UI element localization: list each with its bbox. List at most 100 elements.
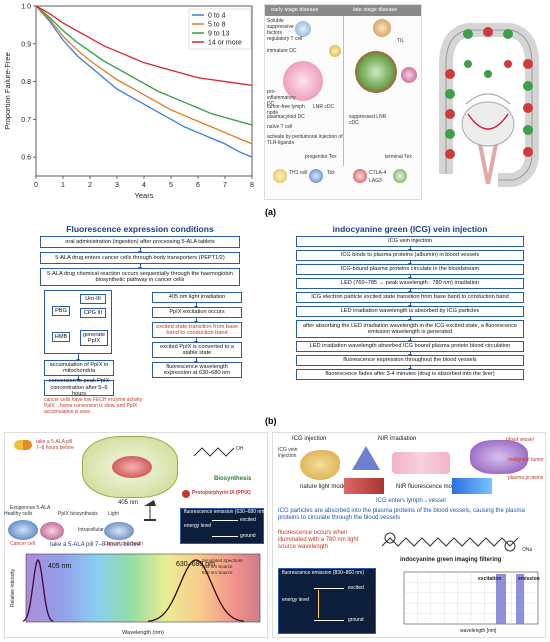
t-cell-icon <box>295 21 311 37</box>
icg-molecule <box>381 532 519 552</box>
lamp-icon <box>142 498 158 522</box>
right-step-4: LED (760–785 → peak wavelength : 780 nm)… <box>296 278 524 289</box>
intracellular-label: Intracellular <box>78 527 104 533</box>
cancer-death-icon <box>104 522 134 540</box>
nm405-label: 405 nm <box>118 500 139 506</box>
plasma-label: plasma proteins <box>508 475 544 481</box>
fluor-inset-energy: energy level <box>184 523 211 529</box>
right-step-2: ICG binds to plasma proteins (albumin) i… <box>296 250 524 261</box>
panel-label-a: (a) <box>265 207 276 217</box>
icg-injection-label: ICG injection <box>292 436 327 442</box>
left-right-step-4: excited PpIX is converted to a stable st… <box>152 342 242 358</box>
x-tick-label: 8 <box>250 182 254 189</box>
lymph-node-dots <box>445 27 533 159</box>
healthy-cells-label: Healthy cells <box>4 511 33 517</box>
early-stage-heading: early stage disease <box>271 7 319 13</box>
left-step-1: oral administration (ingestion) after pr… <box>40 236 240 248</box>
mitochondria-icon <box>112 456 152 478</box>
x-tick-label: 6 <box>196 182 200 189</box>
absorbed-text: ICG particles are absorbed into the plas… <box>278 508 525 521</box>
light-label: Light <box>108 511 119 517</box>
tumor-node-icon <box>401 67 417 83</box>
x-tick-label: 0 <box>34 182 38 189</box>
left-right-step-3: excited state transition from base band … <box>152 322 242 338</box>
y-tick-label: 1.0 <box>21 4 31 11</box>
label-til: TIL <box>397 38 405 44</box>
left-flow-title: Fluorescence expression conditions <box>66 224 214 234</box>
spectrum-ylabel: Relative Intensity <box>10 568 16 607</box>
series-line <box>35 5 253 126</box>
late-stage-heading: late stage disease <box>353 7 398 13</box>
nir-mode-image <box>452 478 492 494</box>
spectrum-xlabel: Wavelength (nm) <box>122 630 164 636</box>
legend-label: 14 or more <box>208 40 242 47</box>
fluor-inset-left <box>180 508 264 544</box>
colon-diagram <box>428 4 548 200</box>
right-step-1: ICG vein injection <box>296 236 524 247</box>
left-step-5: conversion to peak PpIX concentration af… <box>44 378 114 397</box>
row-label-tex: Tex <box>327 170 335 176</box>
pill-icon <box>14 440 32 450</box>
peak-405 <box>22 558 54 622</box>
left-right-step-5: fluorescence wavelength expression at 63… <box>152 362 242 378</box>
vessel-icon <box>470 440 528 474</box>
nature-mode-image <box>344 478 384 494</box>
label-naive-t: naïve T cell <box>267 124 293 130</box>
cancer-cell-label: Cancer cell <box>10 541 36 547</box>
spectrum-label-405: 405 nm <box>48 563 72 570</box>
y-axis-label: Proportion Failure-Free <box>3 52 12 130</box>
macrophage-icon <box>373 19 391 37</box>
right-step-6: LED irradiation wavelength is absorbed b… <box>296 306 524 317</box>
right-step-8: LED irradiation wavelength absorbed ICG … <box>296 341 524 352</box>
right-step-7: after absorbing the LED irradiation wave… <box>296 320 524 338</box>
blood-vessel-label: blood vessel <box>506 437 534 443</box>
icg-filter-xlabel: wavelength [nm] <box>460 628 497 634</box>
legend-label: 5 to 8 <box>208 22 226 29</box>
fluor-inset2-energy: energy level <box>282 597 309 603</box>
fluor-inset-right <box>278 568 376 634</box>
nir-mode-label: NIR fluorescence mode <box>396 484 459 490</box>
x-tick-label: 5 <box>169 182 173 189</box>
ala-molecule: OH <box>190 440 250 462</box>
lymph-node-icon <box>283 61 323 101</box>
immune-diagram: early stage disease late stage disease S… <box>264 4 422 200</box>
fluor-inset-ground: ground <box>240 533 256 539</box>
icg-vein-label: ICG vein injection <box>278 447 298 459</box>
legend-label: 9 to 13 <box>208 31 230 38</box>
row-label-lag3: LAG3 <box>369 178 382 184</box>
series-line <box>35 5 253 86</box>
pill-note: take a 5-ALA pill 7–8 hours before <box>36 439 74 451</box>
nature-light-label: nature light mode <box>300 484 347 490</box>
biosynthesis-label: Biosynthesis <box>214 476 252 482</box>
left-step-2: 5-ALA drug enters cancer cells through b… <box>40 252 240 264</box>
y-tick-label: 0.7 <box>21 117 31 124</box>
healthy-cells-icon <box>8 520 38 540</box>
fluor-inset2-title: fluorescence emission (830–860 nm) <box>282 570 364 576</box>
spectrum-legend-item: 405 nm Source <box>202 564 233 569</box>
y-tick-label: 0.8 <box>21 79 31 86</box>
right-step-3: ICG-bound plasma proteins circulate in t… <box>296 264 524 275</box>
inner-uro: Uro-III <box>80 294 106 304</box>
x-tick-label: 1 <box>61 182 65 189</box>
ppix-label: Protoporphyrin IX (PPIX) <box>192 490 251 496</box>
inner-cpg: CPG III <box>80 308 106 318</box>
label-soluble: Soluble suppressive factors <box>267 18 294 36</box>
stomach-icon <box>300 450 340 480</box>
fluor-occurs-text: fluorescence occurs when illuminated wit… <box>278 530 359 550</box>
ppix-dot <box>182 490 190 498</box>
pathway-group <box>44 290 112 354</box>
tissue-icon <box>392 452 450 474</box>
label-immature-dc: immature DC <box>267 48 297 54</box>
fluor-inset-title: fluorescence emission (630–680 nm) <box>184 509 266 515</box>
left-right-step-2: PpIX excitation occurs <box>152 307 242 318</box>
fluor-inset2-ground: ground <box>348 617 364 623</box>
y-tick-label: 0.9 <box>21 41 31 48</box>
exogenous-label: Exogenous 5-ALA <box>10 505 51 511</box>
left-right-step-1: 405 nm light irradiation <box>152 292 242 303</box>
label-activate: activate by peritumoral injection of TLR… <box>267 134 343 146</box>
label-lnr-cdc: LNR cDC <box>313 104 335 110</box>
cancer-death-label: Cancer cell death <box>104 541 143 547</box>
icg-filter-ylabel: transmittance [%] <box>367 581 373 620</box>
